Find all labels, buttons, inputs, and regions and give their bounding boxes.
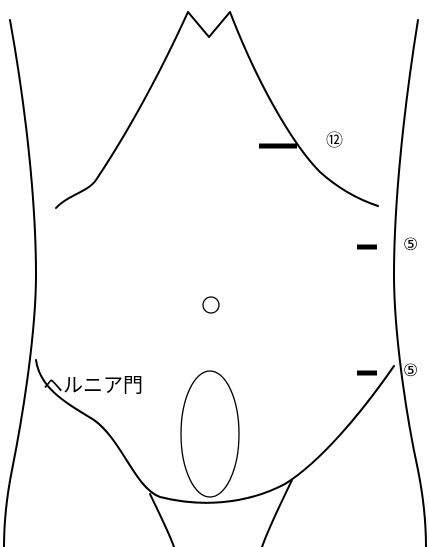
- port-label-5-lower: ⑤: [403, 361, 418, 381]
- navel-mark: [203, 297, 219, 313]
- thigh-left-outline: [150, 494, 174, 547]
- rib-cage-outline: [56, 12, 378, 208]
- thigh-right-outline: [262, 480, 292, 547]
- torso-left-outline: [4, 20, 36, 547]
- torso-right-outline: [394, 20, 426, 547]
- hernia-orifice-label: ヘルニア門: [43, 373, 143, 397]
- hernia-orifice-ellipse: [181, 371, 239, 497]
- port-label-5-upper: ⑤: [403, 235, 418, 255]
- port-label-12: ⑫: [326, 131, 343, 151]
